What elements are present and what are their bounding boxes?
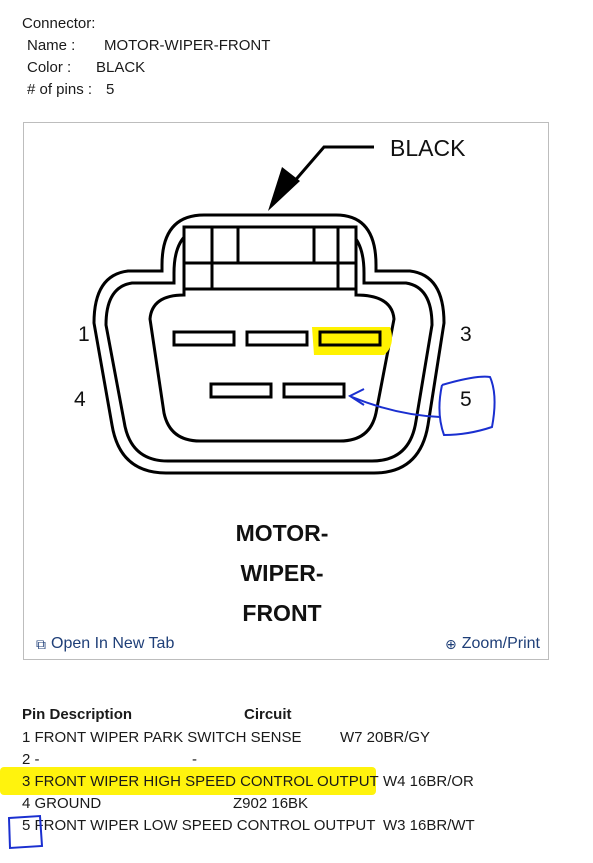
diagram-title-line-2: WIPER- (240, 560, 323, 586)
pin-3-highlight (312, 327, 392, 355)
diagram-title-line-1: MOTOR- (236, 520, 329, 546)
zoom-icon: ⊕ (445, 635, 457, 652)
callout-label: BLACK (390, 135, 466, 161)
annotation-arrowhead (347, 388, 365, 406)
table-row-circuit: W4 16BR/OR (383, 773, 474, 790)
table-row-circuit: W7 20BR/GY (340, 729, 431, 746)
table-row-circuit: Z902 16BK (233, 795, 309, 812)
table-row-circuit: - (192, 751, 197, 768)
zoom-print-label: Zoom/Print (461, 635, 540, 652)
pin-slot-5 (282, 382, 346, 399)
table-row: 4 GROUND (22, 795, 102, 812)
pin-slot-4 (209, 382, 273, 399)
pin-slot-3 (318, 330, 382, 347)
name-value: MOTOR-WIPER-FRONT (104, 37, 271, 54)
callout-line (284, 145, 374, 192)
header-pin-description: Pin Description (22, 706, 133, 723)
color-label: Color : (27, 59, 72, 76)
pin-label-1: 1 (78, 323, 90, 346)
table-row: 2 - (22, 751, 40, 768)
pin-label-4: 4 (74, 388, 86, 411)
cavity-face (148, 289, 396, 443)
pins-count-value: 5 (106, 81, 115, 98)
pin-slot-1 (172, 330, 236, 347)
open-new-tab-link[interactable]: ⧉ Open In New Tab (36, 635, 174, 653)
header-circuit: Circuit (244, 706, 292, 723)
table-row-circuit: W3 16BR/WT (383, 817, 475, 834)
pin-slot-2 (245, 330, 309, 347)
callout-arrowhead (268, 167, 300, 211)
zoom-print-link[interactable]: ⊕ Zoom/Print (445, 635, 540, 653)
row-3-highlight (0, 767, 376, 795)
annotation-arrow (351, 396, 441, 418)
pin-label-3: 3 (460, 323, 472, 346)
annotation-box (438, 375, 496, 437)
table-row: 5 FRONT WIPER LOW SPEED CONTROL OUTPUT (22, 817, 376, 834)
connector-diagram: BLACK 1 3 4 5 MOTOR- WIPER- FRONT (74, 135, 496, 626)
pins-count-label: # of pins : (27, 81, 93, 98)
diagram-title-line-3: FRONT (242, 600, 321, 626)
open-new-tab-label: Open In New Tab (51, 635, 175, 652)
table-row: 1 FRONT WIPER PARK SWITCH SENSE (22, 729, 302, 746)
pin-label-5: 5 (460, 388, 472, 411)
open-new-tab-icon: ⧉ (36, 635, 46, 652)
table-row: 3 FRONT WIPER HIGH SPEED CONTROL OUTPUT (22, 773, 379, 790)
latch-outline (182, 225, 358, 291)
color-value: BLACK (96, 59, 146, 76)
name-label: Name : (27, 37, 76, 54)
connector-heading: Connector: (22, 15, 96, 32)
connector-diagram-frame: BLACK 1 3 4 5 MOTOR- WIPER- FRONT (23, 122, 549, 660)
